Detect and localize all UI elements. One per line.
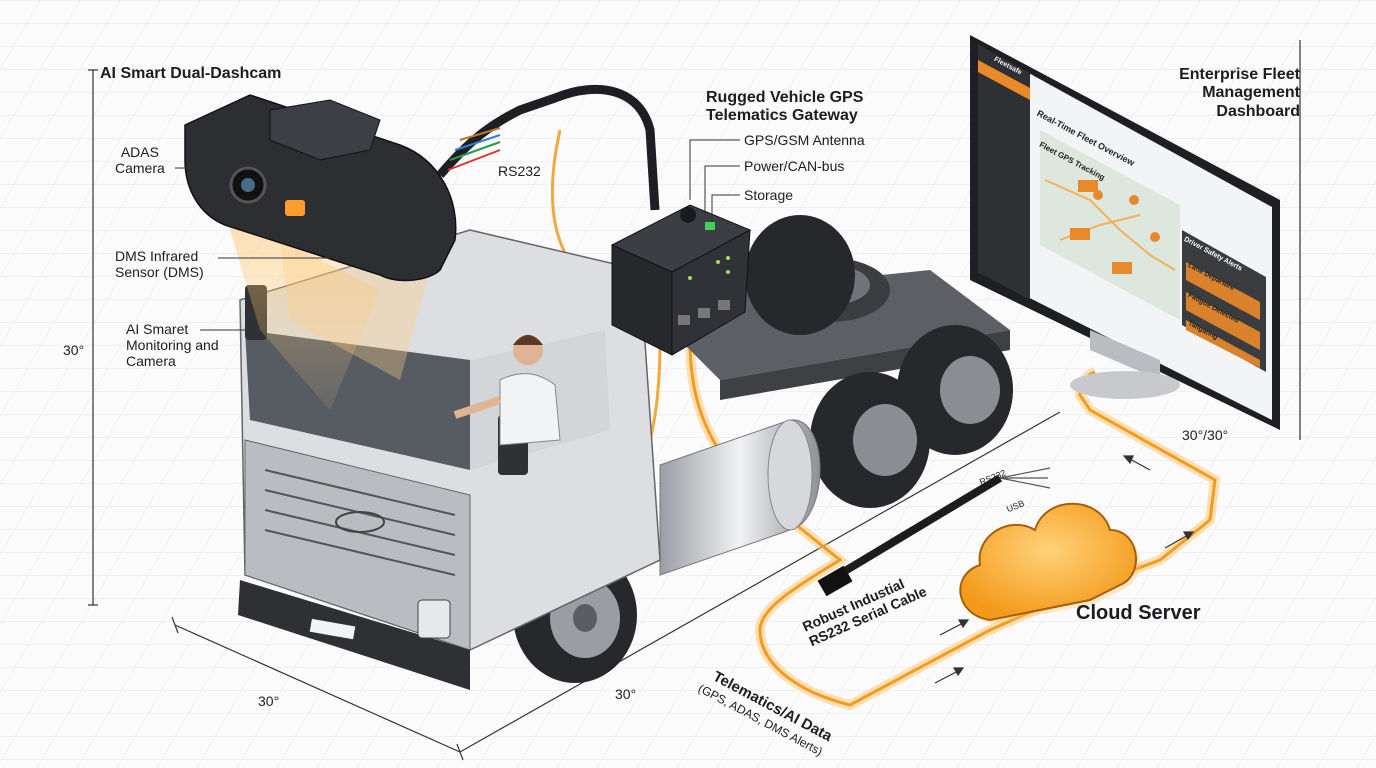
flow-arrows (934, 455, 1195, 684)
bottom-mid-angle-label: 30° (615, 686, 637, 702)
telematics-gateway (610, 204, 752, 356)
driver-figure (453, 335, 561, 446)
serial-cable (817, 467, 1051, 597)
rs232-label: RS232 (498, 163, 541, 179)
cloud-server-label: Cloud Server (1076, 602, 1201, 624)
cloud-server-shape (959, 502, 1141, 624)
storage-label: Storage (744, 187, 794, 203)
fuel-tank (659, 419, 821, 576)
dashcam-glow-beam (215, 180, 380, 410)
power-can-label: Power/CAN-bus (744, 158, 845, 174)
gps-antenna-label: GPS/GSM Antenna (744, 132, 865, 148)
truck-wheels (513, 215, 1013, 683)
ai-monitoring-label: AI Smaret Monitoring and Camera (126, 321, 219, 370)
bottom-left-angle-label: 30° (258, 693, 280, 709)
gateway-title: Rugged Vehicle GPS Telematics Gateway (706, 89, 864, 125)
bottom-dimension-lines (171, 40, 1301, 761)
left-angle-label: 30° (63, 342, 85, 358)
cable-wires (447, 127, 501, 171)
dms-sensor-label: DMS Infrared Sensor (DMS) (115, 248, 204, 281)
dashboard-monitor (970, 35, 1280, 430)
leader-lines (175, 139, 740, 331)
dashcam-title: AI Smart Dual-Dashcam (100, 65, 282, 82)
adas-camera-label: ADAS Camera (115, 144, 165, 177)
dashcam-device (184, 94, 457, 282)
dashboard-title: Enterprise Fleet Management Dashboard (1179, 66, 1300, 120)
monitor-angle-label: 30°/30° (1182, 427, 1229, 443)
left-dimension-line (88, 69, 98, 606)
